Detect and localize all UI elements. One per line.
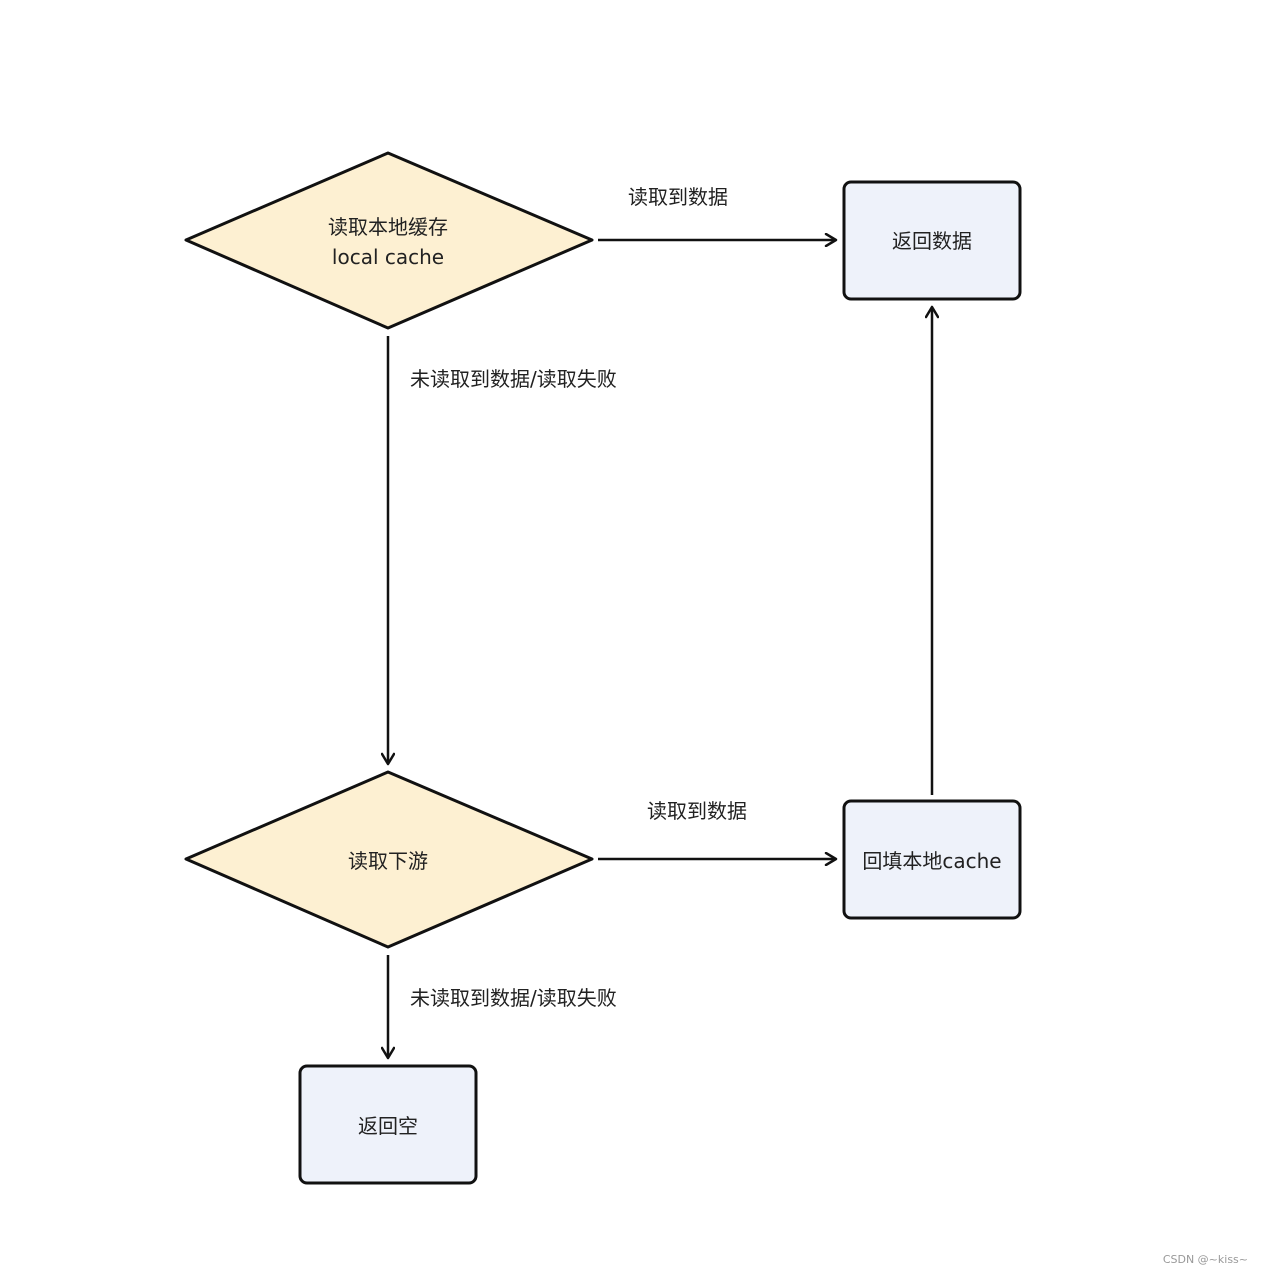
edge-downstream-to-empty: 未读取到数据/读取失败 xyxy=(388,955,617,1058)
edge-local-to-downstream-label: 未读取到数据/读取失败 xyxy=(410,367,617,391)
decision-read-downstream-shape xyxy=(184,770,594,949)
edge-local-to-downstream: 未读取到数据/读取失败 xyxy=(388,336,617,764)
process-return-data-shape xyxy=(842,180,1022,301)
decision-read-downstream-label: 读取下游 xyxy=(348,849,428,873)
process-return-data-label: 返回数据 xyxy=(892,229,972,253)
decision-read-downstream: 读取下游 xyxy=(184,770,594,949)
edge-downstream-to-backfill-label: 读取到数据 xyxy=(647,799,747,823)
edge-downstream-to-backfill: 读取到数据 xyxy=(598,799,836,859)
watermark-text: CSDN @~kiss~ xyxy=(1162,1253,1248,1266)
process-backfill-cache: 回填本地cache xyxy=(842,799,1022,920)
decision-read-local-cache-shape xyxy=(184,151,594,330)
process-return-empty-label: 返回空 xyxy=(358,1114,418,1138)
process-backfill-cache-label: 回填本地cache xyxy=(862,849,1001,873)
decision-read-local-cache-line2: local cache xyxy=(332,245,444,269)
edge-local-to-return-data-label: 读取到数据 xyxy=(628,185,728,209)
decision-read-local-cache-line1: 读取本地缓存 xyxy=(328,215,448,239)
process-backfill-cache-shape xyxy=(842,799,1022,920)
process-return-empty-shape xyxy=(298,1064,478,1185)
edge-local-to-return-data: 读取到数据 xyxy=(598,185,836,240)
decision-read-local-cache: 读取本地缓存 local cache xyxy=(184,151,594,330)
edge-downstream-to-empty-label: 未读取到数据/读取失败 xyxy=(410,986,617,1010)
process-return-data: 返回数据 xyxy=(842,180,1022,301)
process-return-empty: 返回空 xyxy=(298,1064,478,1185)
